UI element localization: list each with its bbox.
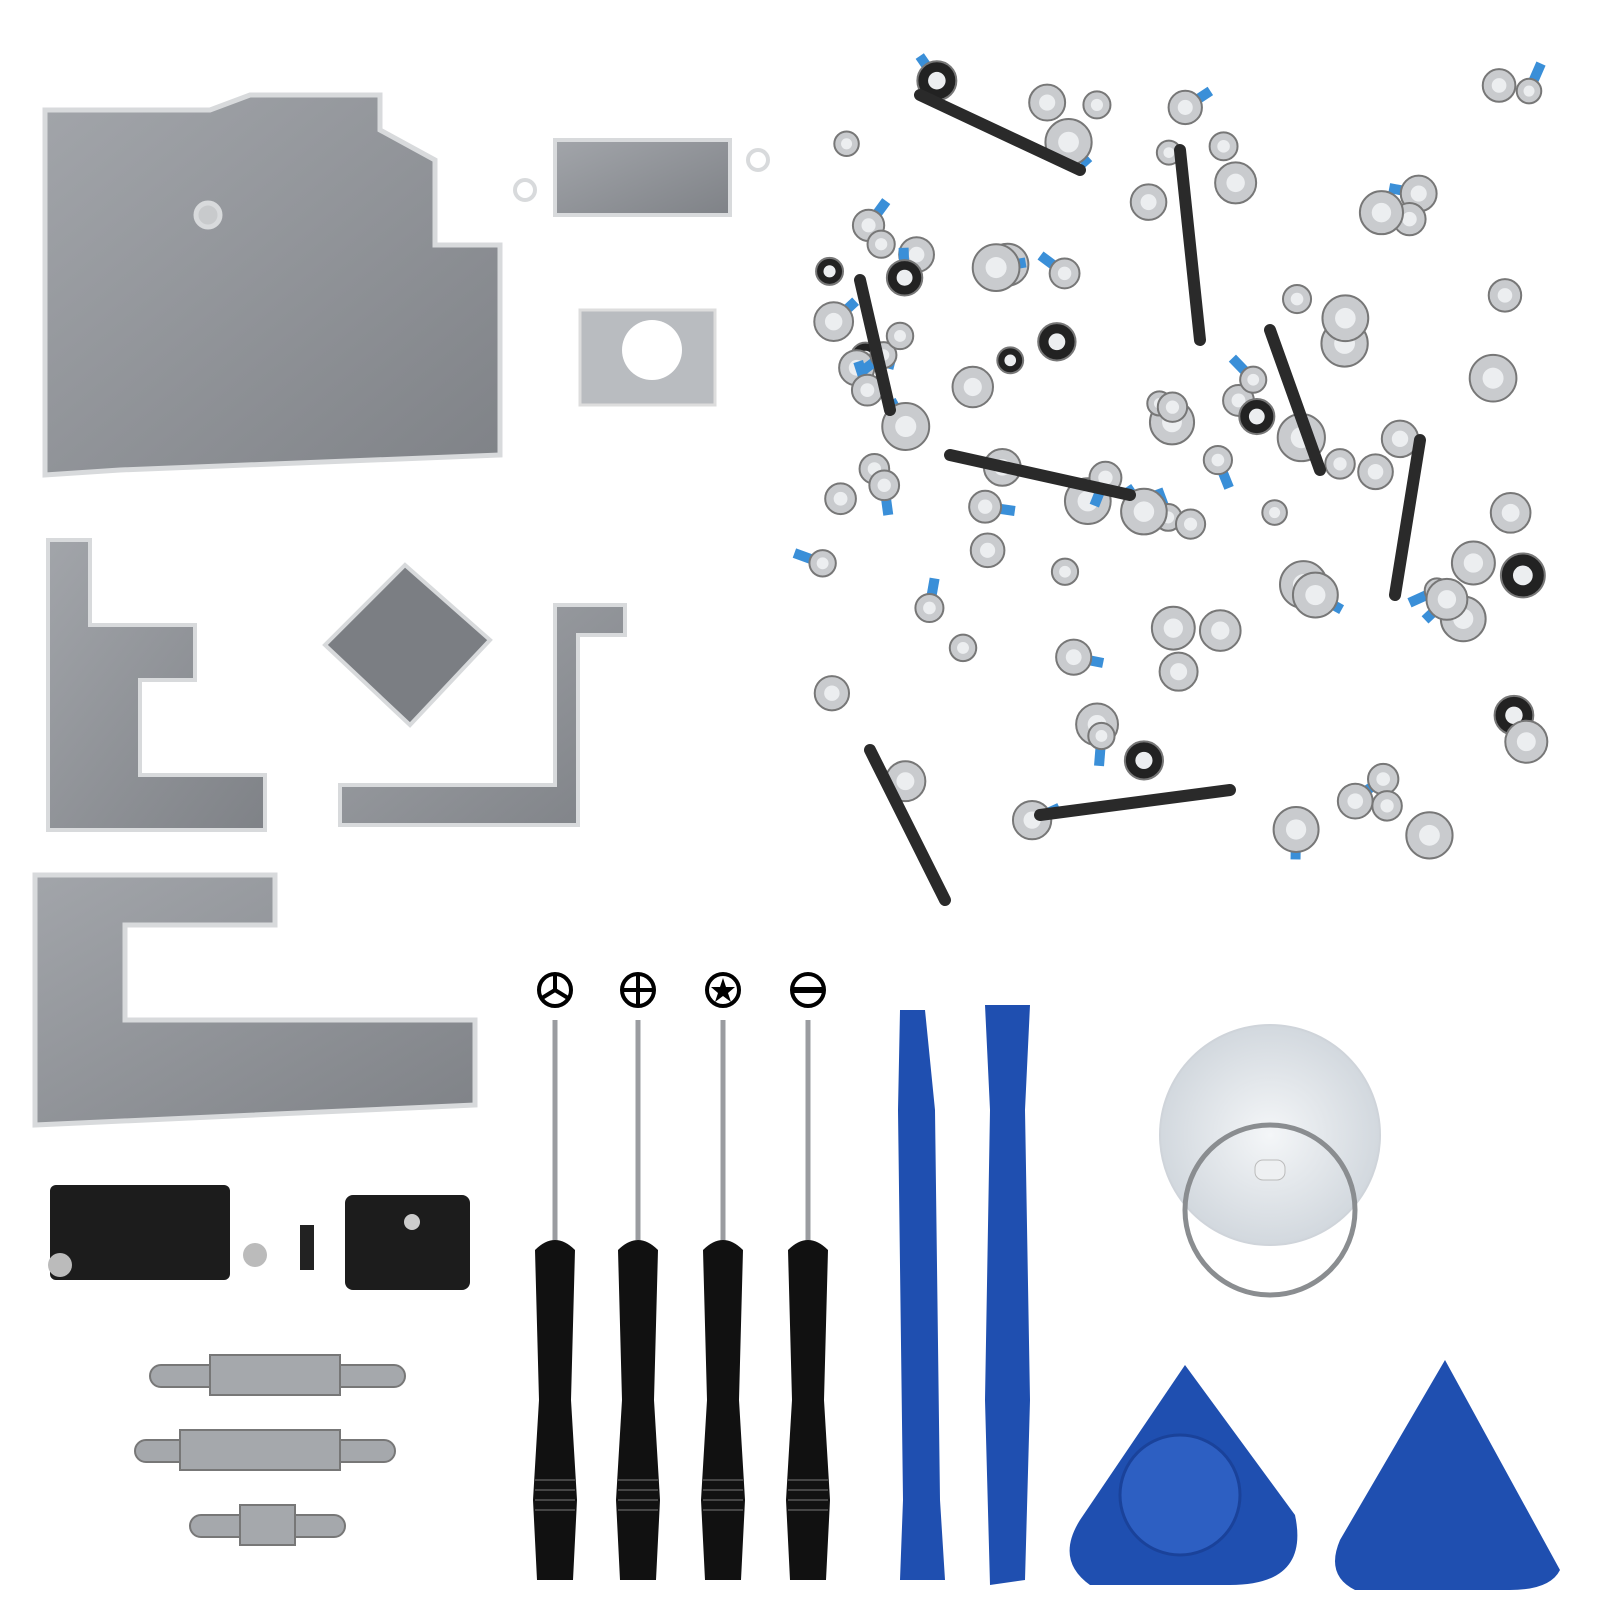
screw <box>813 297 860 343</box>
screw <box>1321 294 1370 343</box>
screw <box>971 243 1027 292</box>
flathead-icon <box>790 972 826 1008</box>
screw <box>968 489 1016 524</box>
screw <box>915 53 958 102</box>
screw <box>1055 638 1105 676</box>
screw <box>824 482 857 516</box>
screw <box>1450 540 1496 586</box>
phillips-icon <box>620 972 656 1008</box>
bracket-wide <box>32 872 478 1128</box>
screw <box>1123 740 1164 781</box>
screw <box>951 365 994 409</box>
screw <box>1155 139 1182 166</box>
screw <box>792 548 837 578</box>
triangle-pick-right <box>1335 1360 1560 1590</box>
bracket-small-top <box>513 138 770 217</box>
long-screw <box>864 744 951 906</box>
screw <box>833 130 860 158</box>
screws-pile <box>792 53 1549 906</box>
screw <box>1037 322 1077 362</box>
pentalobe-icon <box>705 972 741 1008</box>
long-screw <box>1174 144 1206 346</box>
screw <box>1202 444 1234 490</box>
screw <box>1357 453 1394 491</box>
screw <box>815 256 845 286</box>
bracket-flex <box>338 603 627 827</box>
suction-cup <box>1159 1024 1381 1298</box>
screw <box>1421 577 1469 624</box>
pry-bar-right <box>985 1005 1030 1585</box>
screw <box>1489 492 1532 534</box>
screw <box>1380 419 1420 459</box>
long-screw <box>914 89 1086 176</box>
bracket-ring <box>578 308 717 407</box>
screw <box>1208 131 1239 162</box>
screw <box>1281 283 1313 315</box>
screw <box>969 532 1006 569</box>
long-screw <box>854 274 896 416</box>
long-screw <box>1034 784 1236 821</box>
bracket-large <box>42 92 503 478</box>
screw <box>1228 354 1268 394</box>
screw <box>1150 605 1196 651</box>
screw <box>1214 161 1258 205</box>
screw <box>1481 68 1517 103</box>
triangle-pick-left <box>1069 1365 1298 1585</box>
screw <box>1272 805 1320 860</box>
screw <box>996 346 1025 375</box>
screw <box>1198 609 1242 652</box>
screw <box>1028 83 1067 122</box>
screw <box>813 675 851 712</box>
bracket-black-left <box>48 1185 267 1280</box>
screw <box>885 321 915 351</box>
screw <box>866 229 896 259</box>
bracket-strips <box>134 1354 406 1546</box>
screw <box>1405 811 1454 860</box>
screw <box>1336 782 1374 820</box>
bracket-black-right <box>345 1195 470 1290</box>
screw <box>1515 61 1546 105</box>
screwdriver <box>786 1020 830 1580</box>
screw <box>1487 278 1523 313</box>
screw <box>1156 391 1189 423</box>
screwdriver <box>616 1020 660 1580</box>
long-screw <box>1264 324 1326 476</box>
screw <box>1037 251 1081 290</box>
screw <box>948 633 978 663</box>
screw <box>885 247 924 297</box>
screwdriver <box>701 1020 745 1580</box>
tri-wing-icon <box>537 972 573 1008</box>
screw <box>1499 552 1546 599</box>
long-screw <box>1389 434 1426 601</box>
long-screw <box>944 449 1136 501</box>
screw <box>1174 508 1207 540</box>
screw <box>1504 719 1549 764</box>
screw <box>1087 721 1116 767</box>
screwdrivers <box>533 1020 830 1580</box>
screw <box>1238 398 1276 436</box>
screw <box>1158 651 1199 692</box>
screw <box>850 360 884 407</box>
screwdriver <box>533 1020 577 1580</box>
connector-small <box>300 1225 314 1270</box>
pry-bar-left <box>898 1010 945 1580</box>
screw <box>1371 790 1403 822</box>
screw <box>1324 448 1356 480</box>
screw <box>1129 183 1168 221</box>
screw <box>1291 571 1345 619</box>
screw <box>1261 499 1288 526</box>
bracket-diamond <box>322 562 493 728</box>
screw <box>1167 86 1214 126</box>
screw <box>868 469 901 516</box>
screw <box>914 577 945 624</box>
bracket-l-shape <box>46 538 267 832</box>
screw <box>1050 557 1080 586</box>
screw <box>1082 90 1112 120</box>
screw <box>1468 353 1518 403</box>
screw <box>1358 190 1404 236</box>
